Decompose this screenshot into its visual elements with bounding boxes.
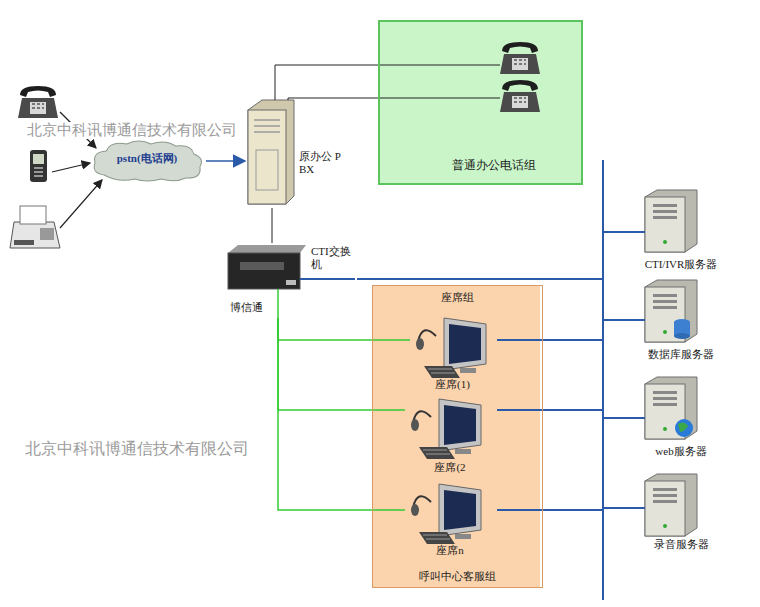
server-node: 数据库服务器 xyxy=(620,278,744,368)
connector xyxy=(275,65,378,100)
connector xyxy=(357,279,620,418)
connector xyxy=(357,279,620,508)
node-label: 数据库服务器 xyxy=(620,348,742,361)
connector xyxy=(497,232,620,410)
office-phone-group: 普通办公电话组 xyxy=(378,20,583,185)
connector xyxy=(357,232,620,279)
agent-seat: 座席n xyxy=(405,478,497,562)
connector xyxy=(497,340,620,418)
node-label: 座席(1) xyxy=(410,378,495,391)
node-label: CTI/IVR服务器 xyxy=(620,258,742,271)
connector xyxy=(278,318,405,510)
agent-seat: 座席(2 xyxy=(405,393,497,481)
server-node: web服务器 xyxy=(620,375,744,465)
node-label: 普通办公电话组 xyxy=(452,158,536,172)
server-node: CTI/IVR服务器 xyxy=(620,188,744,278)
node-label: pstn(电话网) xyxy=(90,152,204,165)
node-label: CTI交换机 xyxy=(311,245,355,271)
cloud-node: pstn(电话网) xyxy=(90,139,206,183)
agent-group: 座席组呼叫中心客服组 座席(1) 座席(2 座席n xyxy=(372,285,543,588)
connector xyxy=(497,232,620,340)
node-label: 原办公 PBX xyxy=(299,150,343,176)
connector xyxy=(278,318,410,340)
connector xyxy=(497,320,620,410)
watermark: 北京中科讯博通信技术有限公司 xyxy=(24,440,250,458)
pbx-node: 原办公 PBX xyxy=(245,100,345,208)
watermark: 北京中科讯博通信技术有限公司 xyxy=(26,122,238,139)
server-node: 录音服务器 xyxy=(620,472,744,556)
agent-seat: 座席(1) xyxy=(410,312,497,396)
node-label: 座席组 xyxy=(373,291,541,304)
node-label: web服务器 xyxy=(620,445,742,458)
connector xyxy=(497,320,620,510)
connector xyxy=(497,418,620,510)
cti-switch-node: CTI交换机博信通 xyxy=(225,243,357,318)
connector xyxy=(272,208,273,243)
node-label: 座席n xyxy=(405,544,495,557)
connector xyxy=(497,410,620,508)
connector xyxy=(288,98,378,100)
node-label: 博信通 xyxy=(230,301,263,314)
connector xyxy=(497,320,620,340)
connector xyxy=(206,160,245,162)
connector xyxy=(497,340,620,508)
connector xyxy=(497,232,620,510)
node-label: 呼叫中心客服组 xyxy=(373,570,541,583)
node-label: 录音服务器 xyxy=(620,538,742,551)
node-label: 座席(2 xyxy=(405,461,495,474)
connector xyxy=(497,508,620,510)
connector xyxy=(278,318,405,410)
connector xyxy=(497,410,620,418)
